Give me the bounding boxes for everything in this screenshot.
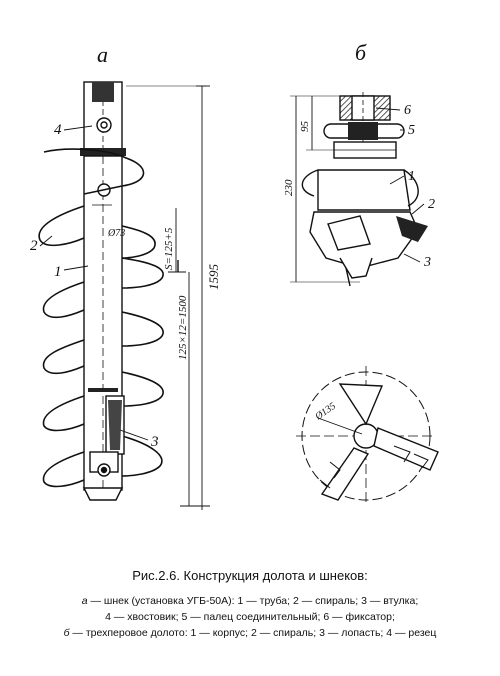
auger-labels: 4 2 1 3 Ø73 S=125+5 125×12=1500 1595 <box>30 122 221 450</box>
callout-4: 4 <box>54 122 62 138</box>
caption-line-3: б — трехперовое долото: 1 — корпус; 2 — … <box>0 625 500 641</box>
callout-b1: 1 <box>408 169 415 184</box>
callout-b3: 3 <box>423 255 431 270</box>
callout-b2: 2 <box>428 197 435 212</box>
callout-5: 5 <box>408 123 415 138</box>
caption-line-3-text: — трехперовое долото: 1 — корпус; 2 — сп… <box>69 627 437 639</box>
caption-line-2: 4 — хвостовик; 5 — палец соединительный;… <box>105 611 395 623</box>
figure-caption: Рис.2.6. Конструкция долота и шнеков: а … <box>0 568 500 641</box>
auger-drawing: а <box>38 42 210 510</box>
bit-drawing: б <box>290 40 439 504</box>
caption-line-1: а — шнек (установка УГБ-50А): 1 — труба;… <box>0 593 500 609</box>
callout-1: 1 <box>54 264 62 280</box>
caption-line-3-prefix: б <box>63 627 70 639</box>
callout-2: 2 <box>30 238 38 254</box>
technical-drawing: а <box>30 40 439 510</box>
panel-b-letter: б <box>355 40 367 65</box>
height-dimension: 1595 <box>206 264 221 291</box>
caption-line-1-text: — шнек (установка УГБ-50А): 1 — труба; 2… <box>87 595 419 607</box>
caption-line-1-prefix: а <box>81 595 88 607</box>
dim-95: 95 <box>299 121 311 133</box>
diameter-73: Ø73 <box>107 228 125 239</box>
pitch-dimension: S=125+5 <box>163 227 175 270</box>
panel-a-letter: а <box>97 42 108 67</box>
callout-3: 3 <box>150 434 159 450</box>
caption-title: Рис.2.6. Конструкция долота и шнеков: <box>132 568 368 583</box>
dim-230: 230 <box>283 179 295 196</box>
turns-dimension: 125×12=1500 <box>177 295 189 360</box>
callout-6: 6 <box>404 103 411 118</box>
